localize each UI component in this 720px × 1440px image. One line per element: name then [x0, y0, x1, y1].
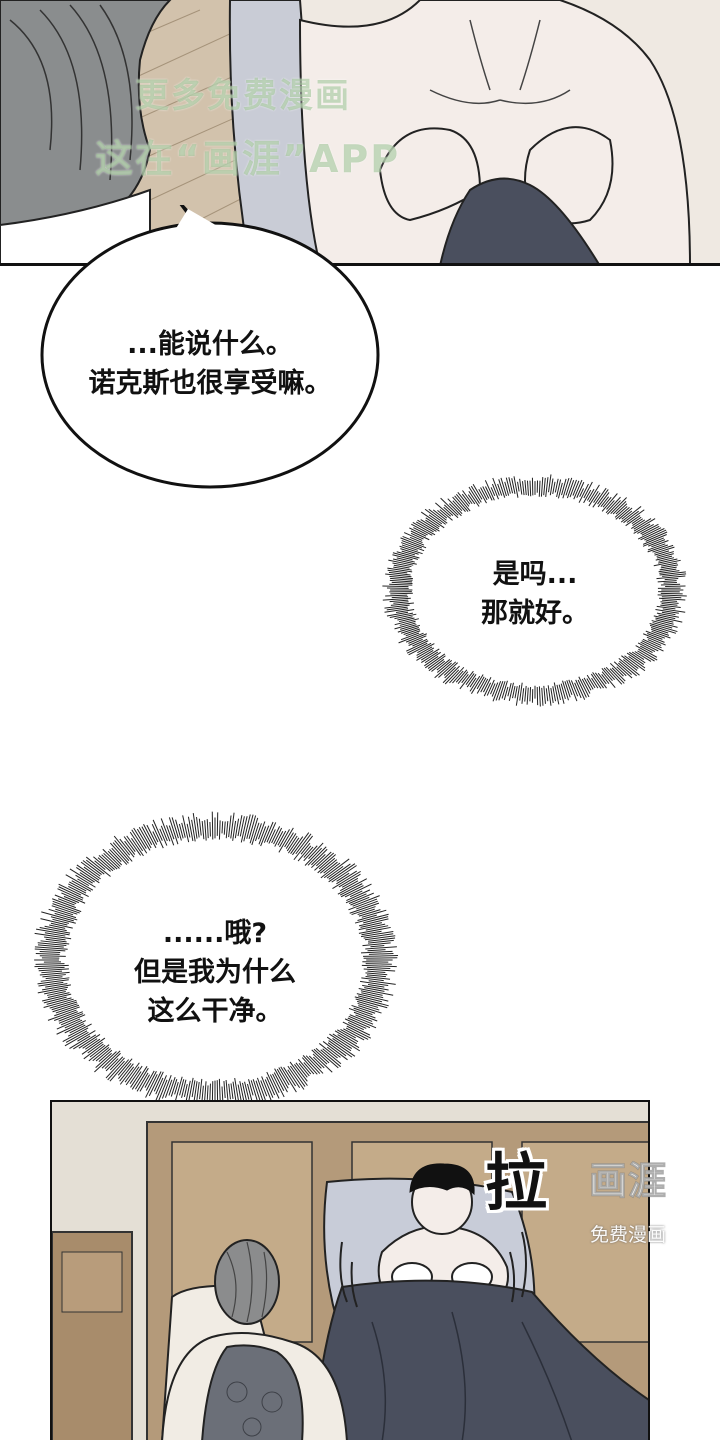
- bubble-2-line-2: 那就好。: [481, 598, 589, 630]
- thought-bubble-2-text: 是吗... 那就好。: [430, 555, 640, 633]
- publisher-logo-subtitle: 免费漫画: [589, 1224, 666, 1246]
- bubble-3-line-1: ......哦?: [162, 918, 268, 949]
- publisher-logo-mark: 画涯: [588, 1159, 667, 1204]
- sound-effect-text: 拉: [485, 1146, 548, 1219]
- top-panel-art: [0, 0, 720, 263]
- bottom-panel-art: [52, 1102, 648, 1440]
- thought-bubble-3-text: ......哦? 但是我为什么 这么干净。: [90, 914, 340, 1031]
- bubble-fill: [393, 482, 677, 698]
- bubble-3-line-3: 这么干净。: [147, 996, 283, 1028]
- speech-bubble-1: [40, 205, 380, 489]
- publisher-logo: 画涯: [566, 1150, 690, 1210]
- watermark-line-1: 更多免费漫画: [135, 76, 351, 116]
- speech-bubble-1-text: ...能说什么。 诺克斯也很享受嘛。: [55, 325, 365, 403]
- thought-bubble-2: [382, 474, 687, 707]
- top-comic-panel: 更多免费漫画 这在“画涯”APP: [0, 0, 720, 266]
- bubble-3-line-2: 但是我为什么: [134, 957, 296, 989]
- bubble-fuzz: [382, 474, 687, 707]
- bubble-2-line-1: 是吗...: [492, 559, 578, 590]
- bottom-comic-panel: [50, 1100, 650, 1440]
- bubble-1-line-2: 诺克斯也很享受嘛。: [88, 368, 332, 400]
- thought-bubble-3: [34, 811, 399, 1109]
- watermark-line-2: 这在“画涯”APP: [95, 137, 401, 181]
- bubble-fill: [45, 822, 385, 1098]
- bubble-fuzz: [34, 811, 399, 1109]
- bubble-1-line-1: ...能说什么。: [127, 329, 293, 360]
